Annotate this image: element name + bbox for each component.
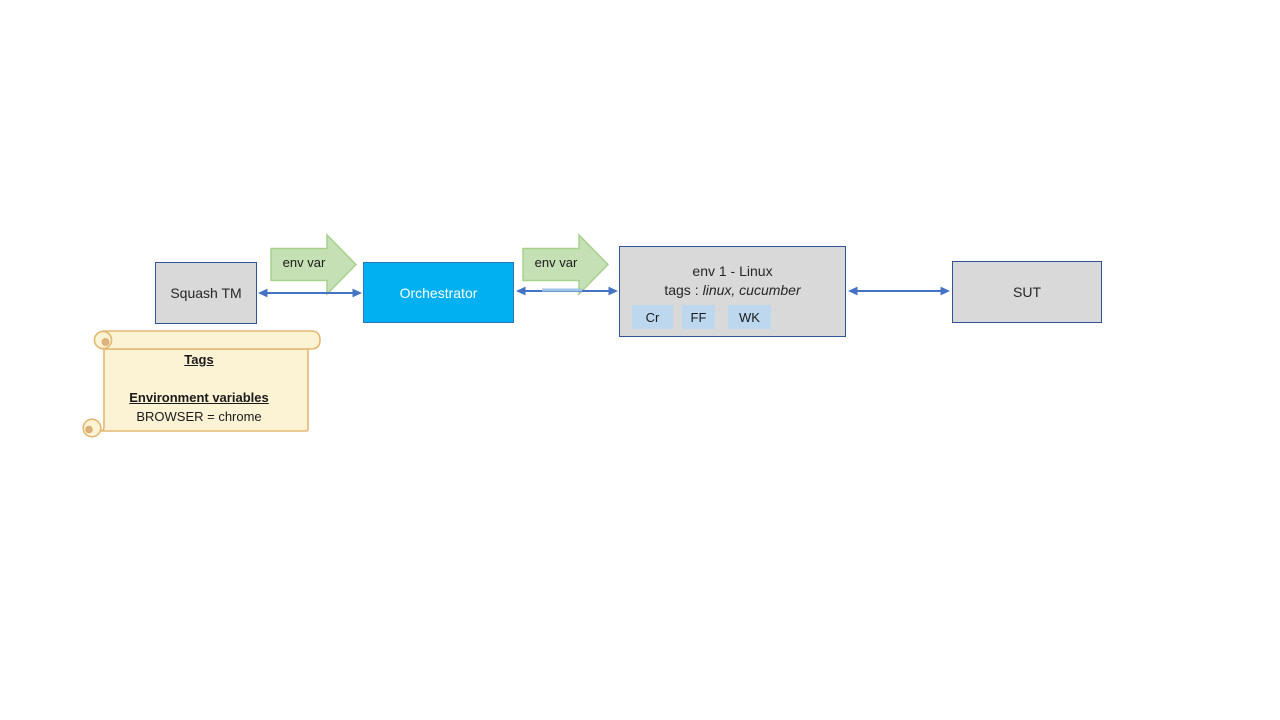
arrowhead-right-icon <box>608 286 618 296</box>
connector-squash-orchestrator <box>258 288 362 298</box>
connector-orchestrator-env <box>516 286 618 296</box>
browser-chip-chrome: Cr <box>632 305 673 329</box>
browser-chip-firefox: FF <box>682 305 715 329</box>
environment-tags-value: linux, cucumber <box>702 282 801 298</box>
arrowhead-left-icon <box>516 286 526 296</box>
node-squash-tm: Squash TM <box>155 262 257 324</box>
note-heading: Environment variables <box>129 390 269 405</box>
env-var-arrow-2 <box>522 233 610 296</box>
node-sut: SUT <box>952 261 1102 323</box>
scroll-note-shape <box>82 330 321 438</box>
connector-env-sut <box>848 286 950 296</box>
arrowhead-left-icon <box>258 288 268 298</box>
browser-chip-label: FF <box>690 309 707 325</box>
note-body: BROWSER = chrome <box>136 409 262 424</box>
scroll-curl-top-dot-icon <box>101 338 110 346</box>
arrowhead-left-icon <box>848 286 858 296</box>
arrowhead-right-icon <box>352 288 362 298</box>
node-orchestrator: Orchestrator <box>363 262 514 323</box>
node-sut-label: SUT <box>1013 284 1041 300</box>
node-orchestrator-label: Orchestrator <box>399 284 478 301</box>
environment-tags-line: tags :linux, cucumber <box>620 281 845 300</box>
environment-title: env 1 - Linux <box>692 263 773 279</box>
scroll-body <box>99 348 309 432</box>
env-var-label-2: env var <box>534 255 578 270</box>
node-squash-tm-label: Squash TM <box>170 285 242 301</box>
note-text-block: Tags Environment variables BROWSER = chr… <box>90 350 308 426</box>
env-var-arrow-1 <box>270 233 358 296</box>
note-spacer <box>90 369 308 388</box>
browser-chip-label: WK <box>739 309 760 325</box>
browser-chip-webkit: WK <box>728 305 771 329</box>
node-environment: env 1 - Linux tags :linux, cucumber Cr F… <box>619 246 846 337</box>
arrowhead-right-icon <box>940 286 950 296</box>
note-title: Tags <box>184 352 214 367</box>
env-var-label-1: env var <box>282 255 326 270</box>
scroll-curl-bottom-dot-icon <box>85 425 93 434</box>
scroll-top-band <box>102 330 321 350</box>
browser-chip-label: Cr <box>645 309 660 325</box>
environment-tags-label: tags : <box>664 282 699 298</box>
